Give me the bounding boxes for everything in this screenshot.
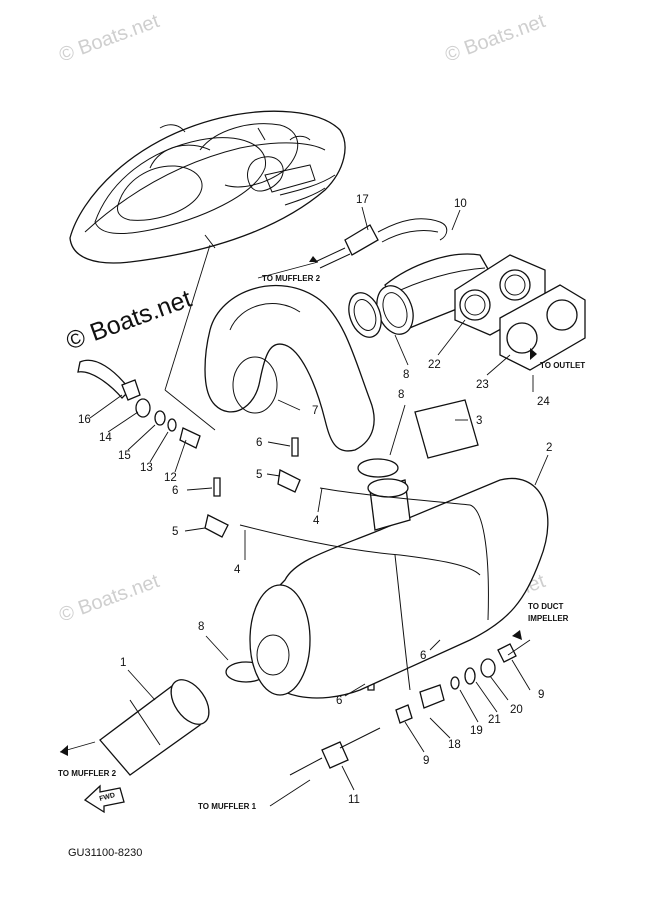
straps-4 (239, 487, 489, 691)
callout-9-b: 9 (423, 755, 429, 767)
watermark-main: © Boats.net (62, 285, 195, 356)
callout-5-a: 5 (256, 469, 262, 481)
muffler-body-2 (249, 477, 549, 699)
callout-6-c: 6 (420, 650, 426, 662)
watercraft-illustration (69, 110, 346, 264)
callout-8-mid: 8 (398, 389, 404, 401)
callout-23: 23 (476, 379, 489, 391)
callout-18: 18 (448, 739, 461, 751)
callout-7: 7 (312, 405, 318, 417)
callout-6-b: 6 (172, 485, 178, 497)
callout-11: 11 (348, 794, 360, 806)
callout-4-a: 4 (313, 515, 320, 527)
label-to-muffler-2-top: TO MUFFLER 2 (262, 274, 321, 283)
label-to-outlet: TO OUTLET (540, 361, 585, 370)
hose-16-assembly (77, 359, 201, 449)
arrowheads (60, 256, 537, 756)
callout-20: 20 (510, 704, 523, 716)
callout-15: 15 (118, 450, 131, 462)
callout-8-bottom: 8 (198, 621, 204, 633)
label-to-duct: TO DUCT (528, 602, 564, 611)
leader-lines (59, 206, 549, 807)
callout-21: 21 (488, 714, 501, 726)
exhaust-pipe-7 (204, 284, 375, 452)
callout-1: 1 (120, 657, 126, 669)
callout-5-b: 5 (172, 526, 178, 538)
drawing-code: GU31100-8230 (68, 847, 142, 859)
inlet-pipe-1 (99, 679, 210, 776)
fwd-text: FWD (99, 792, 116, 803)
right-fittings (395, 643, 517, 724)
callout-10: 10 (454, 198, 467, 210)
watermark-top-right: © Boats.net (442, 10, 548, 67)
callout-17: 17 (356, 194, 369, 206)
callout-16: 16 (78, 414, 91, 426)
pipe-11 (289, 727, 381, 776)
label-to-muffler-1: TO MUFFLER 1 (198, 802, 257, 811)
pipe-17-assembly (314, 218, 448, 269)
label-impeller: IMPELLER (528, 614, 569, 623)
callout-19: 19 (470, 725, 483, 737)
plate-3 (414, 399, 479, 459)
callout-6-a: 6 (256, 437, 262, 449)
callout-8-top: 8 (403, 369, 409, 381)
callout-24: 24 (537, 396, 550, 408)
callout-12: 12 (164, 472, 177, 484)
callout-4-b: 4 (234, 564, 241, 576)
watermark-top-left: © Boats.net (56, 10, 162, 67)
direction-labels: TO MUFFLER 2 TO OUTLET TO DUCT IMPELLER … (58, 274, 585, 811)
callout-numbers: 17 10 8 22 23 24 7 8 3 2 16 14 15 13 12 … (78, 194, 552, 806)
exhaust-tube-22 (348, 253, 501, 338)
leader-craft-box (164, 389, 216, 431)
watermark-bottom-left: © Boats.net (56, 570, 162, 627)
callout-13: 13 (140, 462, 153, 474)
flange-and-gasket (454, 254, 586, 371)
label-to-muffler-2-bottom: TO MUFFLER 2 (58, 769, 117, 778)
callout-14: 14 (99, 432, 112, 444)
leader-craft (164, 244, 211, 391)
callout-2: 2 (546, 442, 552, 454)
fwd-arrow: FWD (83, 784, 125, 814)
callout-3: 3 (476, 415, 482, 427)
callout-22: 22 (428, 359, 441, 371)
callout-6-d: 6 (336, 695, 342, 707)
callout-9-a: 9 (538, 689, 544, 701)
